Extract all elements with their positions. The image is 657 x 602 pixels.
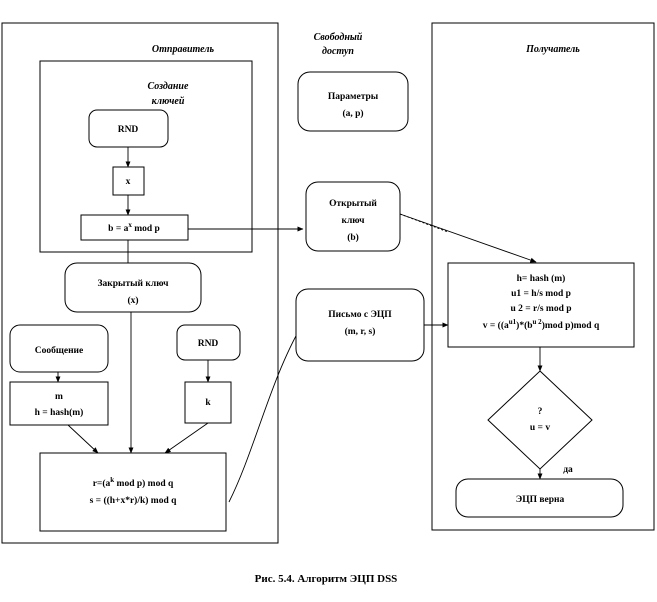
x-box [112,166,145,196]
letter-line2: (m, r, s) [345,326,376,337]
decision-diamond [487,370,593,470]
rnd2-label: RND [198,339,219,349]
edge-k-to-signature [164,422,209,454]
signature-r-formula: r=(ak mod p) mod q [93,476,174,489]
params-box [297,71,409,132]
verify-hash: h= hash (m) [517,273,566,284]
decision-line2: u = v [530,423,550,433]
public-label-line1: Свободный [314,32,363,43]
public-label-line2: доступ [322,46,354,57]
hash-box [9,381,109,426]
figure-caption: Рис. 5.4. Алгоритм ЭЦП DSS [255,573,398,585]
edge-open-key-to-verify [399,213,537,263]
letter-box [295,288,425,362]
open-key-line2: ключ [341,216,365,226]
yes-label: да [563,465,573,475]
verify-u2: u 2 = r/s mod p [510,304,571,314]
keygen-frame [39,60,253,253]
receiver-frame [431,22,655,531]
params-line2: (a, p) [342,108,363,119]
open-key-line1: Открытый [329,198,377,209]
sender-frame [1,22,279,544]
letter-line1: Письмо с ЭЦП [328,310,392,320]
hash-line1: m [55,392,63,402]
private-key-line2: (x) [127,295,138,306]
k-label: k [205,398,211,408]
sender-label: Отправитель [152,44,215,55]
message-box [9,324,109,373]
x-label: x [126,177,131,187]
k-box [184,381,232,424]
verify-u1: u1 = h/s mod p [511,289,571,299]
rnd-box [88,109,169,148]
decision-line1: ? [538,407,543,417]
signature-s-formula: s = ((h+x*r)/k) mod q [90,495,178,506]
valid-label: ЭЦП верна [516,495,565,505]
rnd2-box [176,324,241,361]
keygen-label-line1: Создание [148,81,189,92]
open-key-box [305,181,401,252]
verify-box [447,262,635,348]
rnd-label: RND [118,125,139,135]
private-key-box [64,262,202,313]
hash-line2: h = hash(m) [35,407,84,418]
keygen-label-line2: ключей [152,96,185,107]
valid-box [455,478,624,518]
params-line1: Параметры [328,92,379,102]
message-label: Сообщение [35,345,84,356]
edge-signature-to-letter [228,324,303,503]
signature-box [39,452,227,532]
edge-hash-to-signature [67,424,99,454]
open-key-line3: (b) [347,232,359,243]
receiver-label: Получатель [525,44,580,55]
b-box [80,214,189,241]
private-key-line1: Закрытый ключ [98,278,170,289]
b-formula: b = ax mod p [108,221,160,234]
verify-v-formula: v = ((au1)*(bu 2)mod p)mod q [483,318,600,331]
